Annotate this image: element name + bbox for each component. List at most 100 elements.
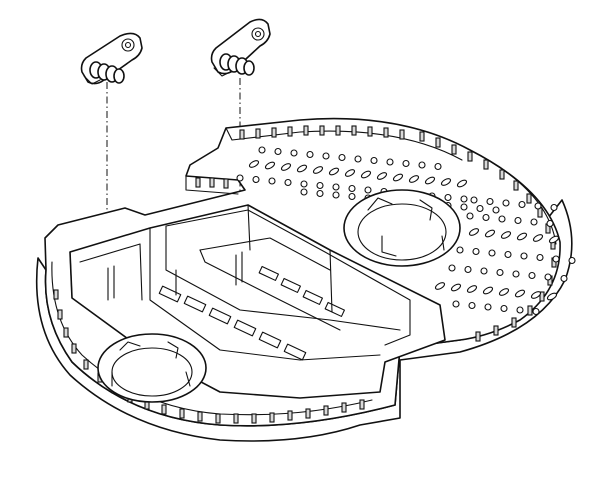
perforation-hole bbox=[498, 215, 506, 223]
perforation-hole bbox=[418, 161, 426, 169]
perforation-hole bbox=[500, 304, 508, 313]
perforation-hole bbox=[484, 229, 496, 238]
perforation-hole bbox=[546, 292, 558, 301]
perforation-hole bbox=[444, 193, 452, 202]
perforation-hole bbox=[386, 158, 394, 166]
perforation-hole bbox=[316, 189, 324, 198]
perforation-hole bbox=[520, 252, 528, 260]
perforation-hole bbox=[482, 286, 494, 295]
perforation-hole bbox=[568, 256, 576, 265]
perforation-hole bbox=[486, 197, 494, 206]
perforation-hole bbox=[402, 159, 410, 168]
perforation-hole bbox=[532, 307, 540, 316]
perforation-hole bbox=[536, 253, 544, 262]
perforation-hole bbox=[552, 255, 560, 263]
perforation-hole bbox=[252, 175, 260, 184]
perforation-hole bbox=[546, 219, 554, 228]
perforation-hole bbox=[434, 162, 442, 171]
perforation-hole bbox=[284, 178, 292, 187]
perforation-hole bbox=[470, 196, 478, 204]
perforation-hole bbox=[530, 218, 538, 226]
perforation-hole bbox=[348, 192, 356, 201]
perforation-hole bbox=[514, 216, 522, 225]
perforation-hole bbox=[440, 178, 452, 186]
perforation-hole bbox=[518, 200, 526, 209]
perforation-hole bbox=[328, 167, 340, 176]
perforation-hole bbox=[516, 306, 524, 314]
perforation-hole bbox=[280, 163, 292, 171]
perforation-hole bbox=[514, 289, 526, 298]
perforation-hole bbox=[312, 166, 324, 174]
perforation-hole bbox=[544, 273, 552, 281]
perforation-hole bbox=[472, 247, 480, 256]
perforation-hole bbox=[500, 231, 512, 239]
lip-slots-rear bbox=[195, 125, 405, 189]
perforation-hole bbox=[452, 300, 460, 308]
perforation-hole bbox=[344, 169, 356, 177]
perforation-hole bbox=[498, 288, 510, 296]
perforation-hole bbox=[502, 199, 510, 207]
perforation-hole bbox=[258, 146, 266, 154]
chassis-base-plate bbox=[35, 117, 576, 442]
perforation-hole bbox=[504, 250, 512, 259]
perforation-hole bbox=[290, 149, 298, 157]
perforation-hole bbox=[348, 184, 356, 193]
perforation-hole bbox=[236, 174, 244, 182]
perforation-hole bbox=[550, 203, 558, 212]
perforation-hole bbox=[332, 183, 340, 191]
caster-bracket-left bbox=[80, 32, 143, 85]
perforation-hole bbox=[456, 246, 464, 254]
perforation-hole bbox=[408, 175, 420, 183]
perforation-hole bbox=[516, 232, 528, 241]
perforation-hole bbox=[482, 213, 490, 222]
perforation-hole bbox=[274, 147, 282, 156]
perforation-hole bbox=[496, 268, 504, 277]
perforation-hole bbox=[360, 170, 372, 179]
perforation-hole bbox=[466, 285, 478, 293]
perforation-hole bbox=[548, 235, 560, 244]
perforation-hole bbox=[476, 204, 484, 213]
perforation-hole bbox=[468, 228, 480, 236]
lip-slots-right bbox=[419, 131, 557, 342]
perforation-hole bbox=[488, 249, 496, 257]
perforation-hole bbox=[434, 282, 446, 290]
perforation-hole bbox=[354, 155, 362, 163]
perforation-hole bbox=[300, 188, 308, 196]
perforation-hole bbox=[392, 173, 404, 182]
perforation-hole bbox=[322, 152, 330, 160]
perforation-hole bbox=[460, 195, 468, 203]
perforation-hole bbox=[306, 150, 314, 159]
perforation-hole bbox=[338, 153, 346, 162]
perforation-hole bbox=[300, 180, 308, 188]
perforation-hole bbox=[484, 303, 492, 311]
perforation-hole bbox=[450, 283, 462, 292]
perforation-hole bbox=[376, 172, 388, 180]
perforation-hole bbox=[316, 181, 324, 190]
perforation-hole bbox=[460, 203, 468, 211]
perforation-hole bbox=[448, 264, 456, 272]
perforation-hole bbox=[370, 156, 378, 165]
perforation-hole bbox=[492, 206, 500, 214]
perforation-hole bbox=[332, 191, 340, 199]
perforation-hole bbox=[512, 270, 520, 278]
perforation-hole bbox=[530, 291, 542, 299]
perforation-hole bbox=[296, 164, 308, 173]
caster-bracket-right bbox=[210, 18, 271, 77]
perforation-hole bbox=[468, 301, 476, 310]
perforation-hole bbox=[466, 212, 474, 220]
perforation-hole bbox=[268, 177, 276, 185]
perforation-hole bbox=[464, 265, 472, 274]
caster-mount-rear bbox=[343, 189, 461, 267]
perforation-hole bbox=[248, 160, 260, 168]
perforation-hole bbox=[264, 161, 276, 170]
perforation-hole bbox=[364, 186, 372, 194]
perforation-hole bbox=[456, 179, 468, 188]
perforation-hole bbox=[532, 234, 544, 242]
perforation-hole bbox=[480, 267, 488, 275]
perforation-hole bbox=[424, 176, 436, 185]
perforation-hole bbox=[560, 274, 568, 283]
perforation-hole bbox=[528, 271, 536, 280]
caster-mount-front bbox=[97, 333, 207, 403]
